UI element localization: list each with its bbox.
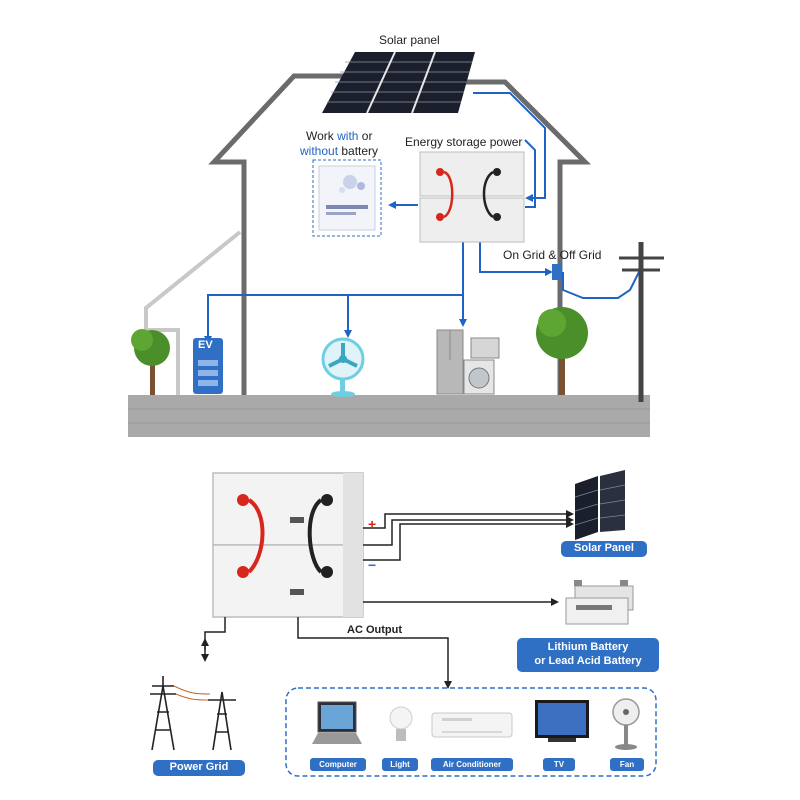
tree-right [536,307,588,395]
work-with-label-line1: Work with or [306,129,372,143]
battery-pill: Lithium Battery or Lead Acid Battery [517,638,659,672]
home-appliances [436,329,500,395]
roof-solar-panel [322,51,475,114]
or-text: or [358,129,373,143]
ev-label: EV [198,339,213,351]
device-air-conditioner: Air Conditioner [431,758,513,771]
house-wiring [204,92,641,344]
with-text: with [337,129,359,143]
light-bulb-image [389,706,413,741]
work-with-label-line2: without battery [300,144,378,158]
computer-image [312,701,362,744]
work-text: Work [306,129,338,143]
battery-pill-line2: or Lead Acid Battery [534,655,642,667]
tv-image [535,700,589,742]
system-wiring [201,510,574,689]
grid-label: On Grid & Off Grid [503,248,602,262]
fan-appliance [321,337,365,397]
battery-image [565,580,634,625]
devices-box [285,687,657,777]
device-tv: TV [543,758,575,771]
tree-left [131,329,170,395]
fan-image [612,698,640,750]
solar-panel-image [574,470,626,540]
grid-switch [552,264,562,280]
without-text: without [300,144,339,158]
power-grid-towers [150,676,236,751]
device-fan: Fan [610,758,644,771]
energy-storage-unit [212,472,364,618]
power-grid-pill: Power Grid [153,760,245,776]
air-conditioner-image [431,712,513,738]
house-energy-storage [419,151,525,243]
utility-pole [619,242,664,402]
inverter-card [312,159,382,237]
device-computer: Computer [310,758,366,771]
energy-storage-label: Energy storage power [405,135,523,149]
battery-pill-line1: Lithium Battery [547,641,629,653]
solar-panel-label: Solar panel [379,33,440,47]
solar-panel-pill: Solar Panel [561,541,647,557]
ground [128,395,650,437]
ac-output-label: AC Output [347,624,402,636]
plus-sign: + [368,516,377,532]
minus-sign: − [368,557,377,573]
battery-text: battery [338,144,379,158]
ev-charger [193,338,223,394]
device-light: Light [382,758,418,771]
ground-bricks [128,408,650,424]
house-outline [208,73,592,395]
